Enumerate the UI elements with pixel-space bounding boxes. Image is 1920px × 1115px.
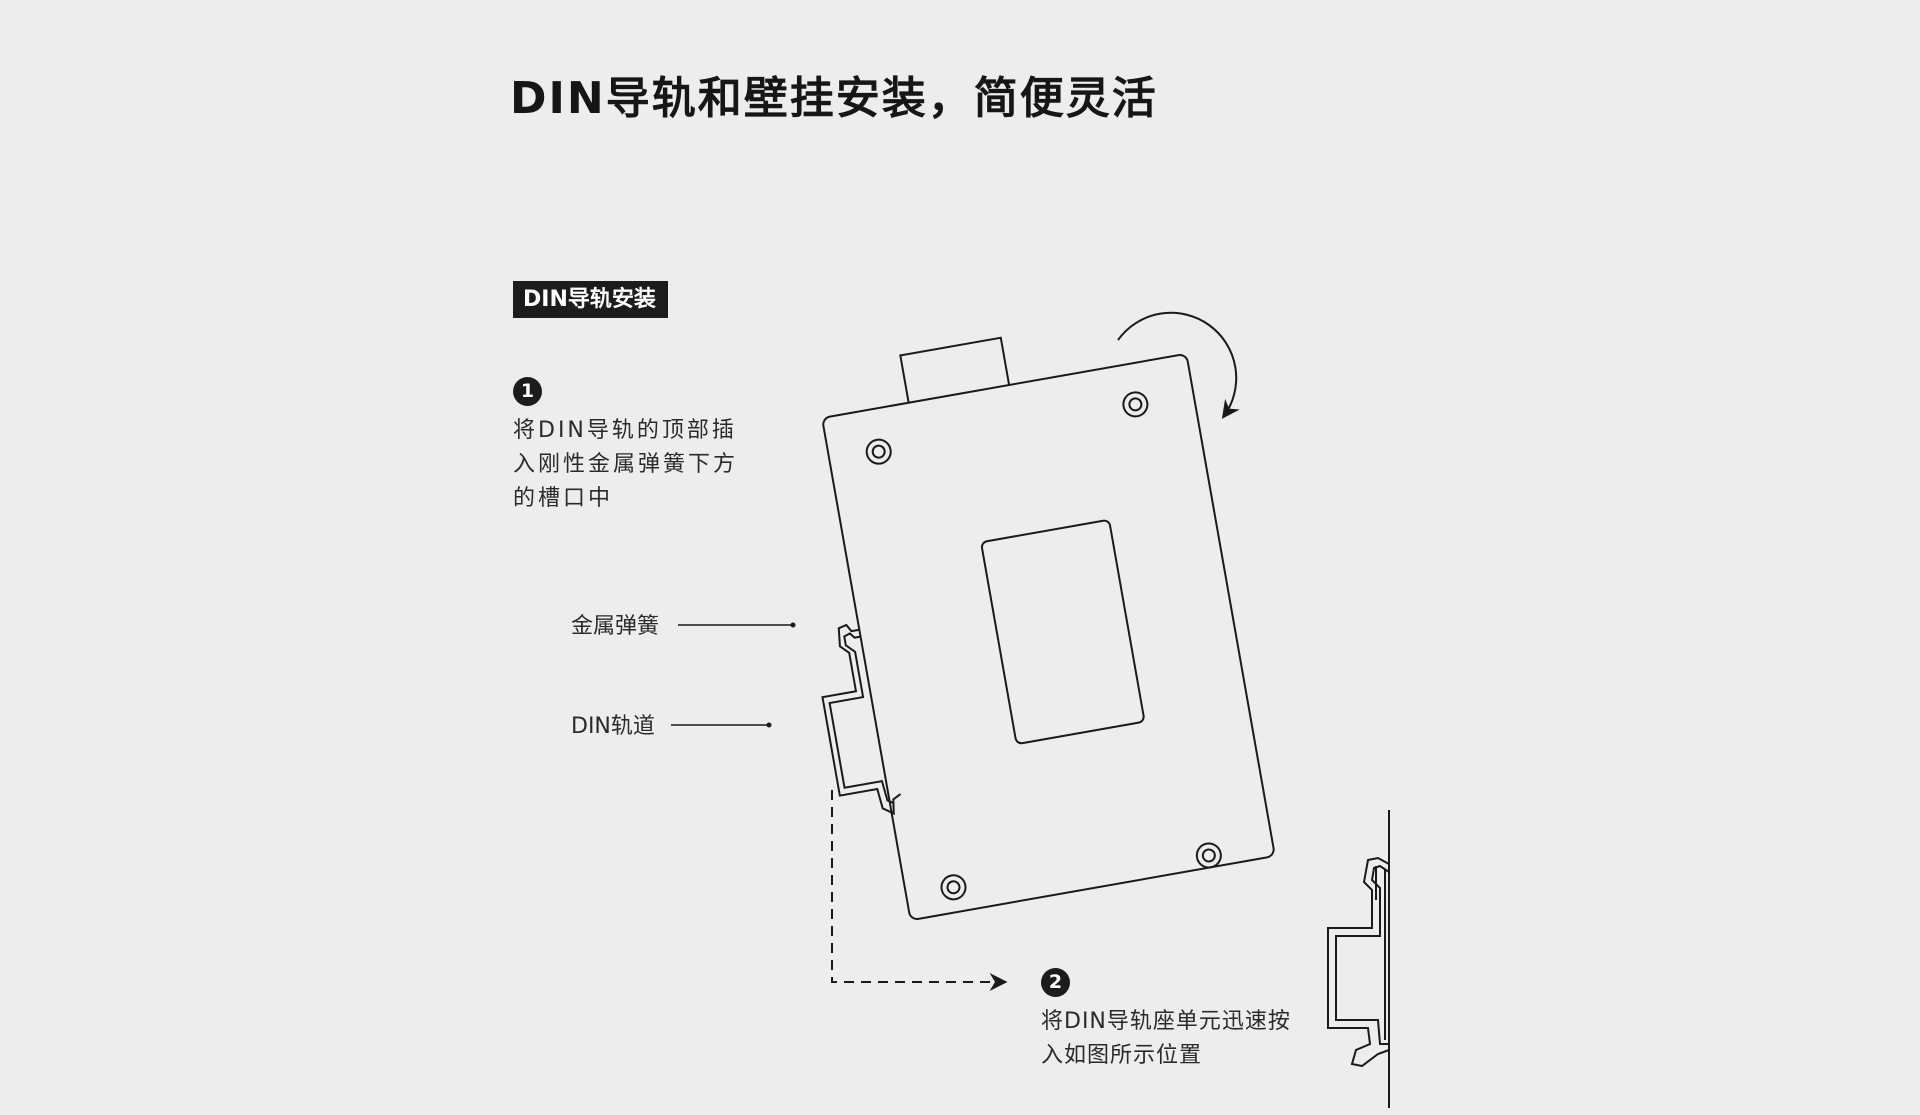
spring-leader-dot xyxy=(790,622,796,628)
screw-icon xyxy=(1195,842,1222,869)
step-2-badge: 2 xyxy=(1041,968,1070,997)
rail-leader-dot xyxy=(766,722,772,728)
spring-callout: 金属弹簧 xyxy=(571,614,660,639)
step-2-text: 将DIN导轨座单元迅速按入如图所示位置 xyxy=(1041,1009,1291,1068)
dashed-arrow xyxy=(831,790,1008,991)
device-body xyxy=(822,354,1275,920)
step-1-badge: 1 xyxy=(513,377,542,406)
screw-icon xyxy=(865,438,892,465)
screw-icon xyxy=(1122,391,1149,418)
screw-icon xyxy=(940,874,967,901)
device-label-window xyxy=(980,519,1145,745)
rotation-arrow-icon xyxy=(1117,311,1240,419)
din-clip xyxy=(821,623,902,816)
device-unit xyxy=(821,336,1275,920)
section-label: DIN导轨安装 xyxy=(513,281,668,318)
rail-callout: DIN轨道 xyxy=(571,714,655,739)
page-title: DIN导轨和壁挂安装，简便灵活 xyxy=(510,73,1158,124)
mounted-din-clip xyxy=(1327,856,1390,1068)
step-1-text: 将DIN导轨的顶部插入刚性金属弹簧下方的槽口中 xyxy=(513,418,739,511)
